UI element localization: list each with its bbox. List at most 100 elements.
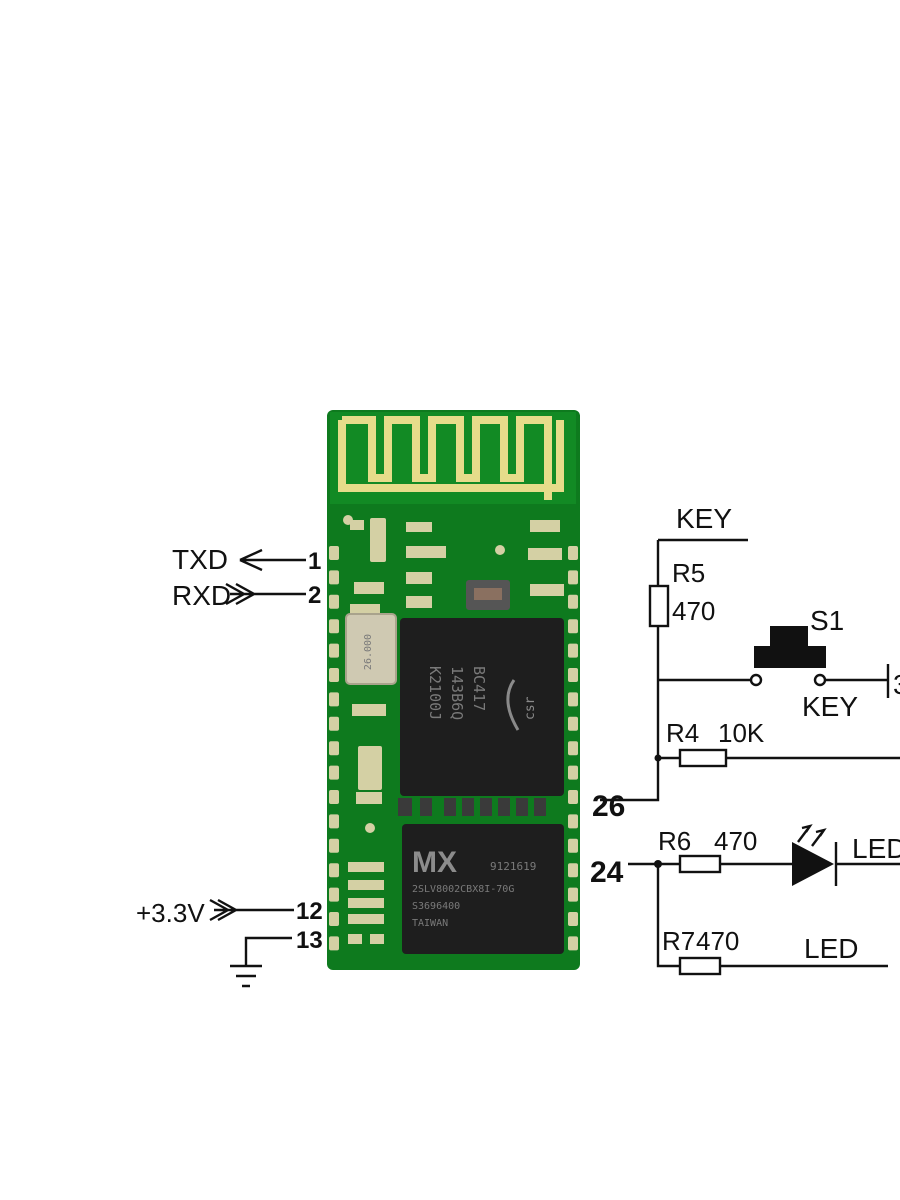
pin-13-label: 13	[296, 927, 323, 954]
castellated-pad	[329, 814, 339, 829]
castellated-pad	[329, 741, 339, 756]
txd-arrow	[239, 548, 306, 572]
castellated-pad	[329, 912, 339, 926]
s1-key-label: KEY	[802, 691, 858, 722]
pin-26-label: 26	[592, 790, 625, 823]
castellated-pad	[568, 765, 578, 780]
capacitor	[358, 746, 382, 790]
castellated-pad	[329, 546, 339, 560]
resistor	[528, 548, 562, 560]
castellated-pad	[329, 643, 339, 658]
gnd-wire	[244, 936, 292, 966]
pin-24-label: 24	[590, 856, 624, 889]
r6-name: R6	[658, 826, 691, 856]
castellated-pad	[329, 790, 339, 804]
chip-marking-line: S3696400	[412, 901, 460, 912]
bc417-chip	[400, 618, 564, 796]
txd-label: TXD	[172, 544, 228, 575]
s1-contact-right	[813, 673, 827, 687]
castellated-pad	[568, 814, 578, 829]
resistor	[354, 582, 384, 594]
castellated-pad	[329, 936, 339, 951]
left-connections: TXD 1 RXD 2 +3.3V 12 13	[136, 544, 323, 988]
chip2-brand: MX	[412, 846, 457, 879]
led-emission-icon	[797, 824, 827, 847]
left-pad-column	[329, 546, 339, 951]
resistor	[530, 584, 564, 596]
resistor	[406, 546, 446, 558]
resistor	[356, 792, 382, 804]
mx-flash-chip	[402, 824, 564, 954]
resistor	[350, 604, 380, 614]
fiducial	[365, 823, 375, 833]
castellated-pad	[568, 741, 578, 756]
fiducial	[495, 545, 505, 555]
castellated-pad	[568, 838, 578, 853]
r7-name: R7	[662, 926, 695, 956]
castellated-pad	[329, 765, 339, 780]
resistor	[406, 596, 432, 608]
castellated-pad	[329, 887, 339, 902]
right-pad-column	[568, 546, 578, 951]
r5-value: 470	[672, 596, 715, 626]
castellated-pad	[329, 716, 339, 731]
castellated-pad	[568, 619, 578, 634]
resistor	[406, 572, 432, 584]
capacitor	[370, 518, 386, 562]
chip-marking-line: K2100J	[426, 666, 444, 720]
crystal-oscillator	[345, 613, 397, 685]
led1-wire	[720, 842, 900, 886]
key-net-label: KEY	[676, 503, 732, 534]
s1-button-icon	[754, 646, 826, 668]
castellated-pad	[329, 838, 339, 853]
right-circuit: KEY R5 470 S1 KEY 3 R4 10K 26 24 R6 470	[590, 503, 900, 976]
fiducial	[343, 515, 353, 525]
pin-1-label: 1	[308, 548, 321, 575]
s1-branch-wire	[658, 664, 890, 698]
castellated-pad	[568, 546, 578, 560]
r4-resistor	[678, 748, 728, 768]
castellated-pad	[568, 887, 578, 902]
r7-value: 470	[696, 926, 739, 956]
castellated-pad	[568, 668, 578, 682]
pin-12-label: 12	[296, 898, 323, 925]
castellated-pad	[568, 594, 578, 609]
castellated-pad	[568, 790, 578, 804]
rxd-label: RXD	[172, 580, 231, 611]
castellated-pad	[568, 936, 578, 951]
resistor	[350, 520, 364, 530]
resistor	[352, 704, 386, 716]
resistor	[530, 520, 560, 532]
r7-resistor	[678, 956, 722, 976]
r6-value: 470	[714, 826, 757, 856]
chip-marking-line: 9121619	[490, 860, 536, 873]
csr-logo	[506, 679, 520, 731]
chip-marking-line: 143B6Q	[448, 666, 466, 720]
chip1-brand: csr	[523, 696, 538, 720]
r4-name: R4	[666, 718, 699, 748]
pin-24-junction	[654, 860, 662, 868]
smd-components	[350, 518, 564, 804]
castellated-pad	[568, 716, 578, 731]
vertical-bus	[600, 626, 660, 802]
s1-button-cap	[770, 626, 808, 648]
ground-symbol-icon	[230, 964, 262, 988]
castellated-pad	[568, 863, 578, 878]
vcc-arrow	[209, 898, 294, 922]
passive-row	[398, 798, 546, 816]
pin-2-label: 2	[308, 582, 321, 609]
castellated-pad	[329, 863, 339, 878]
rxd-arrow	[225, 582, 306, 606]
key-net-wire	[656, 538, 748, 586]
castellated-pad	[329, 668, 339, 682]
castellated-pad	[568, 912, 578, 926]
castellated-pad	[568, 643, 578, 658]
vcc-label: +3.3V	[136, 898, 205, 928]
resistor	[406, 522, 432, 532]
castellated-pad	[329, 570, 339, 585]
castellated-pad	[329, 692, 339, 707]
